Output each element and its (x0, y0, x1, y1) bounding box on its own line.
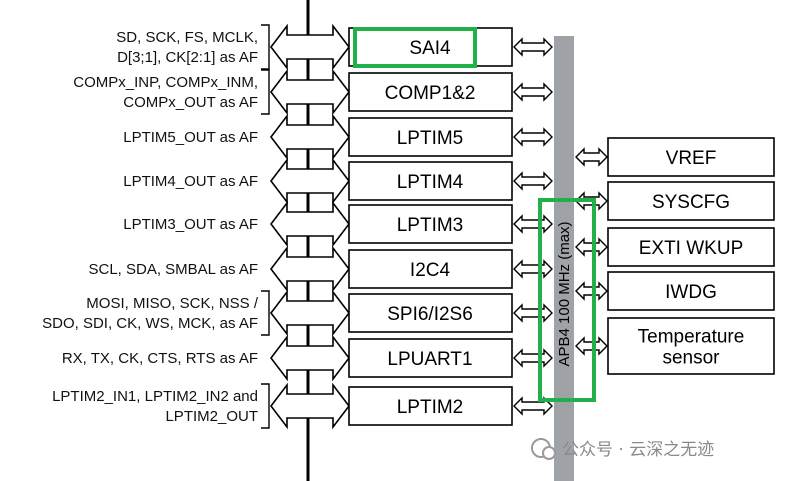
apb4-bus-bar (554, 36, 574, 481)
apb4-bus-label: APB4 100 MHz (max) (556, 221, 573, 366)
wechat-icon-bubble (542, 446, 556, 460)
block-label-temp: Temperature (638, 327, 745, 348)
block-box-lptim5 (348, 117, 513, 157)
block-lptim4: LPTIM4_OUT as AF LPTIM4 (123, 157, 553, 205)
block-box-lptim3 (348, 204, 513, 244)
signal-label-sai4: D[3;1], CK[2:1] as AF (117, 49, 258, 66)
bus-arrow-temp (575, 336, 608, 356)
bus-arrow-sai4 (513, 37, 553, 57)
block-lpuart1: RX, TX, CK, CTS, RTS as AF LPUART1 (62, 334, 553, 382)
block-label-lptim3: LPTIM3 (397, 215, 464, 236)
block-label-lptim2: LPTIM2 (397, 397, 464, 418)
block-label-i2c4: I2C4 (410, 260, 451, 281)
block-label-sai4: SAI4 (409, 38, 451, 59)
signal-label-sai4: SD, SCK, FS, MCLK, (116, 29, 258, 46)
block-box-iwdg (607, 271, 775, 311)
signal-label-lptim5: LPTIM5_OUT as AF (123, 129, 258, 146)
block-lptim3: LPTIM3_OUT as AF LPTIM3 (123, 200, 553, 248)
signal-arrow-comp (269, 68, 351, 116)
watermark-text: 公众号 · 云深之无迹 (562, 440, 714, 460)
block-box-exti (607, 227, 775, 267)
block-box-lptim4 (348, 161, 513, 201)
block-spi6: MOSI, MISO, SCK, NSS / SDO, SDI, CK, WS, … (42, 289, 553, 337)
signal-label-comp: COMPx_INP, COMPx_INM, (73, 74, 258, 91)
block-comp: COMPx_INP, COMPx_INM, COMPx_OUT as AF COMP… (73, 68, 553, 116)
bus-arrow-spi6 (513, 303, 553, 323)
block-label-syscfg: SYSCFG (652, 192, 730, 213)
block-box-comp (348, 72, 513, 112)
signal-arrow-lptim3 (269, 200, 351, 248)
bus-arrow-i2c4 (513, 259, 553, 279)
bus-arrow-lptim5 (513, 127, 553, 147)
block-label-iwdg: IWDG (665, 282, 717, 303)
block-box-vref (607, 137, 775, 177)
block-label-lptim4: LPTIM4 (397, 172, 464, 193)
block-label-spi6: SPI6/I2S6 (387, 304, 473, 325)
block-label-lptim5: LPTIM5 (397, 128, 464, 149)
block-label-lpuart1: LPUART1 (387, 349, 472, 370)
signal-arrow-lptim4 (269, 157, 351, 205)
signal-label-lptim2: LPTIM2_OUT (165, 408, 258, 425)
signal-bracket (261, 383, 270, 429)
block-label-vref: VREF (666, 148, 717, 169)
bus-arrow-comp (513, 82, 553, 102)
block-sai4: SD, SCK, FS, MCLK, D[3;1], CK[2:1] as AF S… (116, 23, 553, 71)
block-box-temp (607, 317, 775, 375)
signal-arrow-i2c4 (269, 245, 351, 293)
block-iwdg: IWDG (575, 271, 775, 311)
signal-label-lptim4: LPTIM4_OUT as AF (123, 173, 258, 190)
block-label-exti: EXTI WKUP (639, 238, 744, 259)
bus-arrow-vref (575, 147, 608, 167)
block-box-syscfg (607, 181, 775, 221)
block-box-spi6 (348, 293, 513, 333)
signal-bracket (261, 290, 270, 336)
bus-arrow-iwdg (575, 281, 608, 301)
signal-arrow-lptim5 (269, 113, 351, 161)
block-i2c4: SCL, SDA, SMBAL as AF I2C4 (88, 245, 553, 293)
block-label-comp: COMP1&2 (385, 83, 476, 104)
block-lptim5: LPTIM5_OUT as AF LPTIM5 (123, 113, 553, 161)
signal-label-lptim2: LPTIM2_IN1, LPTIM2_IN2 and (52, 388, 258, 405)
block-highlight-sai4 (353, 27, 477, 68)
signal-label-spi6: SDO, SDI, CK, WS, MCK, as AF (42, 315, 258, 332)
block-vref: VREF (575, 137, 775, 177)
block-box-lpuart1 (348, 338, 513, 378)
left-peripherals: SD, SCK, FS, MCLK, D[3;1], CK[2:1] as AF S… (42, 23, 553, 430)
signal-arrow-lpuart1 (269, 334, 351, 382)
block-label-temp: sensor (662, 348, 720, 369)
signal-label-lpuart1: RX, TX, CK, CTS, RTS as AF (62, 350, 258, 367)
block-box-sai4 (348, 27, 513, 67)
signal-label-comp: COMPx_OUT as AF (123, 94, 258, 111)
signal-arrow-sai4 (269, 23, 351, 71)
apb4-highlight-box (538, 198, 596, 402)
watermark: 公众号 · 云深之无迹 (531, 438, 714, 460)
signal-bracket (261, 69, 270, 115)
signal-label-i2c4: SCL, SDA, SMBAL as AF (88, 261, 258, 278)
bus-arrow-exti (575, 237, 608, 257)
signal-arrow-spi6 (269, 289, 351, 337)
block-box-lptim2 (348, 386, 513, 426)
bus-arrow-lpuart1 (513, 348, 553, 368)
block-exti: EXTI WKUP (575, 227, 775, 267)
signal-bracket (261, 24, 270, 70)
block-box-i2c4 (348, 249, 513, 289)
signal-label-lptim3: LPTIM3_OUT as AF (123, 216, 258, 233)
signal-label-spi6: MOSI, MISO, SCK, NSS / (86, 295, 259, 312)
bus-arrow-lptim3 (513, 214, 553, 234)
bus-arrow-lptim4 (513, 171, 553, 191)
signal-arrow-lptim2 (269, 382, 351, 430)
block-syscfg: SYSCFG (575, 181, 775, 221)
